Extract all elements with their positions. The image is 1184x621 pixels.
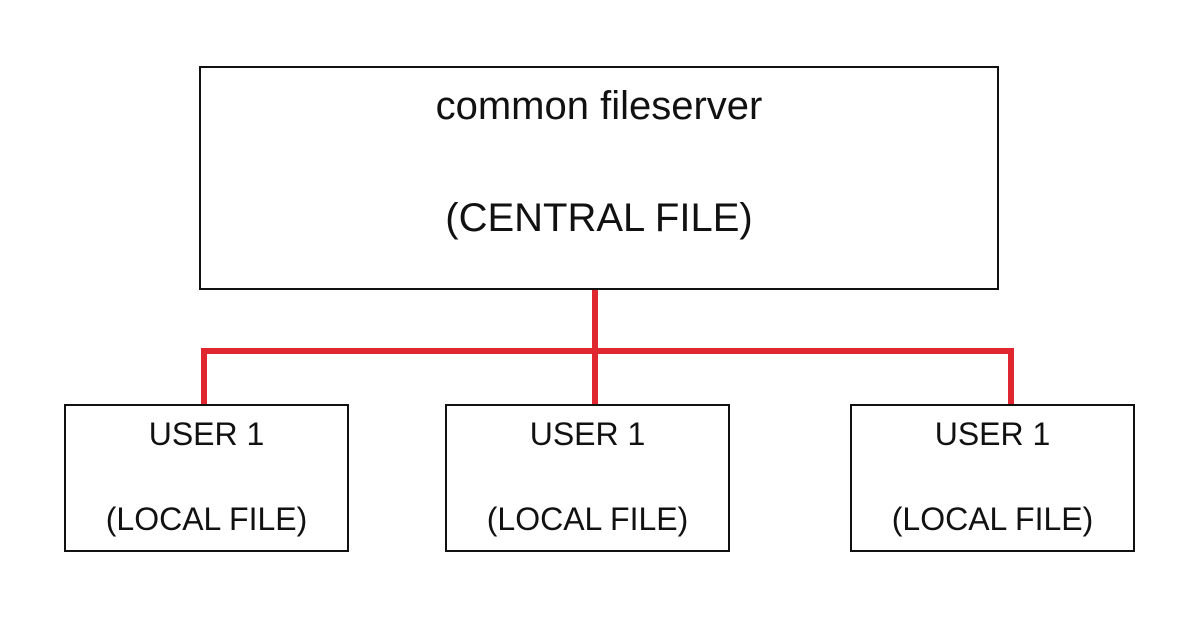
user-subtitle: (LOCAL FILE) bbox=[486, 501, 689, 537]
user-title: USER 1 bbox=[529, 416, 646, 452]
user-subtitle: (LOCAL FILE) bbox=[105, 501, 308, 537]
user-title: USER 1 bbox=[148, 416, 265, 452]
user-box-2: USER 1 (LOCAL FILE) bbox=[445, 404, 730, 552]
user-box-3: USER 1 (LOCAL FILE) bbox=[850, 404, 1135, 552]
user-title: USER 1 bbox=[934, 416, 1051, 452]
user-box-1: USER 1 (LOCAL FILE) bbox=[64, 404, 349, 552]
common-fileserver-box: common fileserver (CENTRAL FILE) bbox=[199, 66, 999, 290]
server-subtitle: (CENTRAL FILE) bbox=[445, 196, 753, 240]
server-title: common fileserver bbox=[435, 84, 763, 128]
user-subtitle: (LOCAL FILE) bbox=[891, 501, 1094, 537]
